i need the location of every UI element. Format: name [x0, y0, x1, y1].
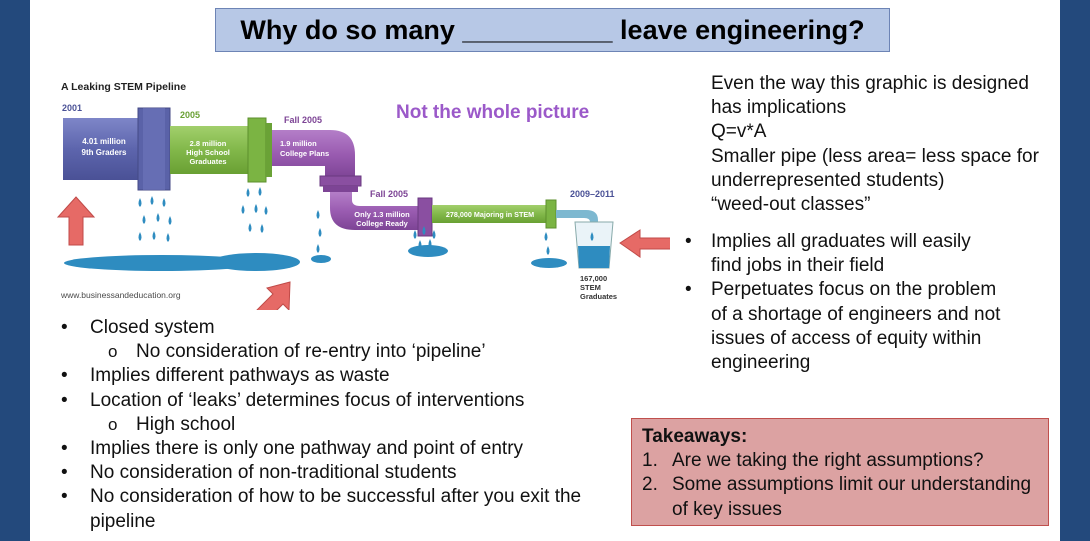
glass-water — [578, 246, 610, 268]
puddle-5 — [531, 258, 567, 268]
sub-bullet-item: High school — [60, 413, 630, 437]
graphic-title: A Leaking STEM Pipeline — [61, 81, 186, 93]
faucet-spout — [556, 210, 598, 228]
stage-year-2009-2011: 2009–2011 — [570, 189, 615, 199]
bullet-item: Implies there is only one pathway and po… — [60, 437, 630, 461]
stage-year-2001: 2001 — [62, 103, 82, 113]
red-arrow-diagonal — [256, 281, 291, 310]
stage-6-label-b: Graduates — [580, 292, 617, 301]
puddle-3 — [311, 255, 331, 263]
purple-lower-pipe — [330, 192, 420, 230]
green-pipe-coupling — [247, 117, 267, 183]
bullet-item: Location of ‘leaks’ determines focus of … — [60, 389, 630, 413]
takeaway-text: Are we taking the right assumptions? — [672, 450, 984, 472]
slide: Why do so many __________ leave engineer… — [30, 0, 1060, 541]
bullet-item: No consideration of non-traditional stud… — [60, 461, 630, 485]
purple-pipe — [272, 130, 355, 178]
takeaways-heading: Takeaways: — [642, 426, 748, 447]
takeaway-number: 2. — [642, 474, 658, 496]
sub-bullet-item: No consideration of re-entry into ‘pipel… — [60, 340, 630, 364]
stage-6-label-a: STEM — [580, 283, 601, 292]
green-pipe — [170, 126, 256, 174]
stage-1-value: 4.01 million — [82, 137, 126, 146]
red-arrow-left — [619, 229, 670, 258]
puddle-4 — [408, 245, 448, 257]
stage-6-value: 167,000 — [580, 274, 607, 283]
right-bullet: Perpetuates focus on the problem of a sh… — [684, 278, 1004, 375]
takeaway-item: 2. Some assumptions limit our understandi… — [642, 473, 1038, 521]
right-text-line: Smaller pipe (less area= less space for … — [711, 145, 1039, 191]
puddle-1 — [64, 255, 260, 271]
leaking-pipeline-graphic: A Leaking STEM Pipeline 2001 4.01 millio… — [56, 81, 670, 310]
stage-2-label-b: Graduates — [189, 157, 226, 166]
thin-green-pipe — [432, 205, 548, 223]
stage-4-label: College Ready — [356, 219, 409, 228]
stage-5-label: 278,000 Majoring in STEM — [446, 210, 534, 219]
bullet-item: Closed system — [60, 316, 630, 340]
takeaway-item: 1. Are we taking the right assumptions? — [642, 449, 1038, 473]
takeaway-number: 1. — [642, 450, 658, 472]
thin-green-coupling — [545, 199, 557, 229]
right-text-line: “weed-out classes” — [711, 194, 871, 216]
stage-4-value: Only 1.3 million — [354, 210, 410, 219]
red-arrow-up — [56, 196, 96, 246]
takeaway-text: Some assumptions limit our understanding… — [672, 474, 1032, 520]
bullet-item: No consideration of how to be successful… — [60, 485, 630, 533]
takeaways-box: Takeaways: 1. Are we taking the right ass… — [631, 418, 1049, 526]
slide-title-box: Why do so many __________ leave engineer… — [215, 8, 890, 52]
stage-year-fall-2005-a: Fall 2005 — [284, 115, 322, 125]
not-whole-picture-note: Not the whole picture — [396, 102, 590, 123]
stage-year-2005: 2005 — [180, 110, 200, 120]
takeaways-list: 1. Are we taking the right assumptions? 2… — [642, 449, 1038, 522]
purple-pipe-coupling — [319, 175, 362, 187]
right-text-line: Even the way this graphic is designed ha… — [711, 73, 1029, 119]
water-drops — [138, 187, 594, 255]
right-text-block: Even the way this graphic is designed ha… — [711, 72, 1056, 217]
stage-2-value: 2.8 million — [190, 139, 227, 148]
stage-1-label: 9th Graders — [82, 148, 127, 157]
blue-pipe — [63, 118, 145, 180]
stage-3-label: College Plans — [280, 149, 329, 158]
left-bullet-list: Closed system No consideration of re-ent… — [60, 316, 630, 534]
slide-title: Why do so many __________ leave engineer… — [240, 14, 865, 45]
bullet-item: Implies different pathways as waste — [60, 364, 630, 388]
stage-year-fall-2005-b: Fall 2005 — [370, 189, 408, 199]
graphic-source: www.businessandeducation.org — [60, 290, 181, 300]
right-text-line: Q=v*A — [711, 121, 767, 143]
right-bullet-list: Implies all graduates will easily find j… — [684, 230, 1004, 375]
stage-3-value: 1.9 million — [280, 139, 317, 148]
right-bullet: Implies all graduates will easily find j… — [684, 230, 1004, 278]
stage-2-label-a: High School — [186, 148, 230, 157]
puddle-2 — [212, 253, 300, 271]
